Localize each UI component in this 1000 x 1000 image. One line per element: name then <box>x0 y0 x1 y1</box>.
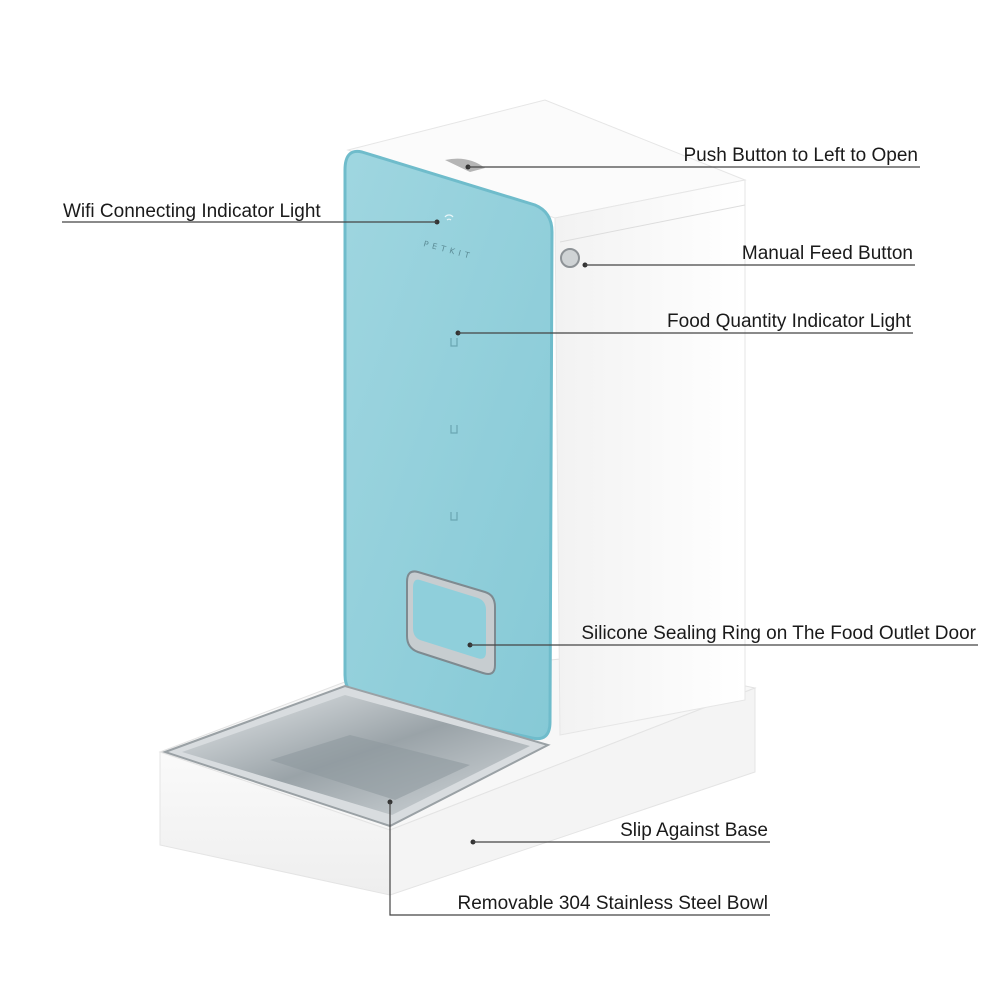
manual-feed-button[interactable] <box>560 248 580 268</box>
callout-bowl: Removable 304 Stainless Steel Bowl <box>387 799 770 916</box>
indicator-light-icon <box>450 425 458 434</box>
callout-wifi-light: Wifi Connecting Indicator Light <box>62 201 440 225</box>
svg-text:Removable 304 Stainless Steel: Removable 304 Stainless Steel Bowl <box>457 893 768 914</box>
indicator-light-icon <box>450 338 458 347</box>
feeder-body: PETKIT <box>343 99 747 741</box>
front-panel <box>343 149 554 741</box>
indicator-light-icon <box>450 512 458 521</box>
wifi-icon <box>444 214 454 221</box>
svg-text:Slip Against Base: Slip Against Base <box>620 820 768 841</box>
callout-base: Slip Against Base <box>470 820 770 845</box>
svg-text:Manual Feed Button: Manual Feed Button <box>742 243 913 264</box>
food-outlet-door[interactable] <box>406 570 496 675</box>
callout-sealing-ring: Silicone Sealing Ring on The Food Outlet… <box>467 623 978 648</box>
svg-text:Silicone Sealing Ring on The F: Silicone Sealing Ring on The Food Outlet… <box>581 623 976 644</box>
svg-text:Food Quantity Indicator Light: Food Quantity Indicator Light <box>667 311 912 332</box>
push-button-latch[interactable] <box>445 158 485 172</box>
food-quantity-indicators <box>450 338 458 521</box>
svg-text:Wifi Connecting Indicator Ligh: Wifi Connecting Indicator Light <box>63 201 321 222</box>
callout-food-quantity: Food Quantity Indicator Light <box>455 311 913 336</box>
callout-push-button: Push Button to Left to Open <box>465 145 920 170</box>
svg-text:Push Button to Left to Open: Push Button to Left to Open <box>684 145 919 166</box>
steel-bowl <box>161 684 551 828</box>
callout-manual-feed: Manual Feed Button <box>582 243 915 268</box>
